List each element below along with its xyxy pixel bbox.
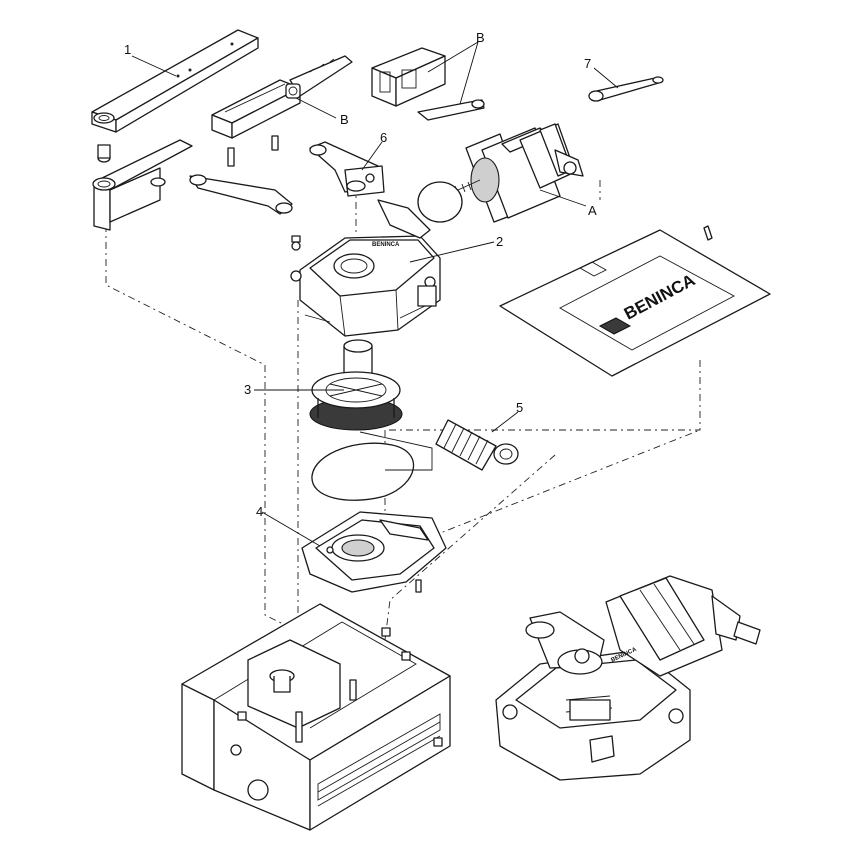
brand-small-label: BENINCA (372, 242, 400, 248)
label-6: 6 (380, 130, 387, 145)
label-a: A (588, 203, 597, 218)
gasket (311, 431, 433, 501)
foundation-box (181, 603, 451, 831)
callout-labels: 1 B B 7 6 A 2 3 5 4 (124, 30, 597, 519)
label-2: 2 (496, 234, 503, 249)
part-b-release-box (371, 47, 485, 121)
part-4-base-plate (301, 511, 447, 593)
assembled-operator: BENINCA (495, 575, 761, 781)
arm-link-lower (92, 139, 301, 251)
label-1: 1 (124, 42, 131, 57)
part-a-motor (417, 123, 584, 223)
label-b-mid: B (340, 112, 349, 127)
part-1-arm (91, 29, 259, 163)
label-7: 7 (584, 56, 591, 71)
part-3-gear (309, 339, 403, 431)
label-5: 5 (516, 400, 523, 415)
part-6-crank (309, 141, 385, 197)
label-b-top: B (476, 30, 485, 45)
label-3: 3 (244, 382, 251, 397)
nameplate: BENINCA (499, 225, 771, 377)
label-4: 4 (256, 504, 263, 519)
callout-leaders (131, 41, 619, 547)
part-2-gearbox-cover: BENINCA (290, 199, 441, 337)
part-b-release-lever (211, 55, 353, 167)
part-7-key (588, 76, 664, 102)
part-5-worm-screw (435, 419, 519, 471)
